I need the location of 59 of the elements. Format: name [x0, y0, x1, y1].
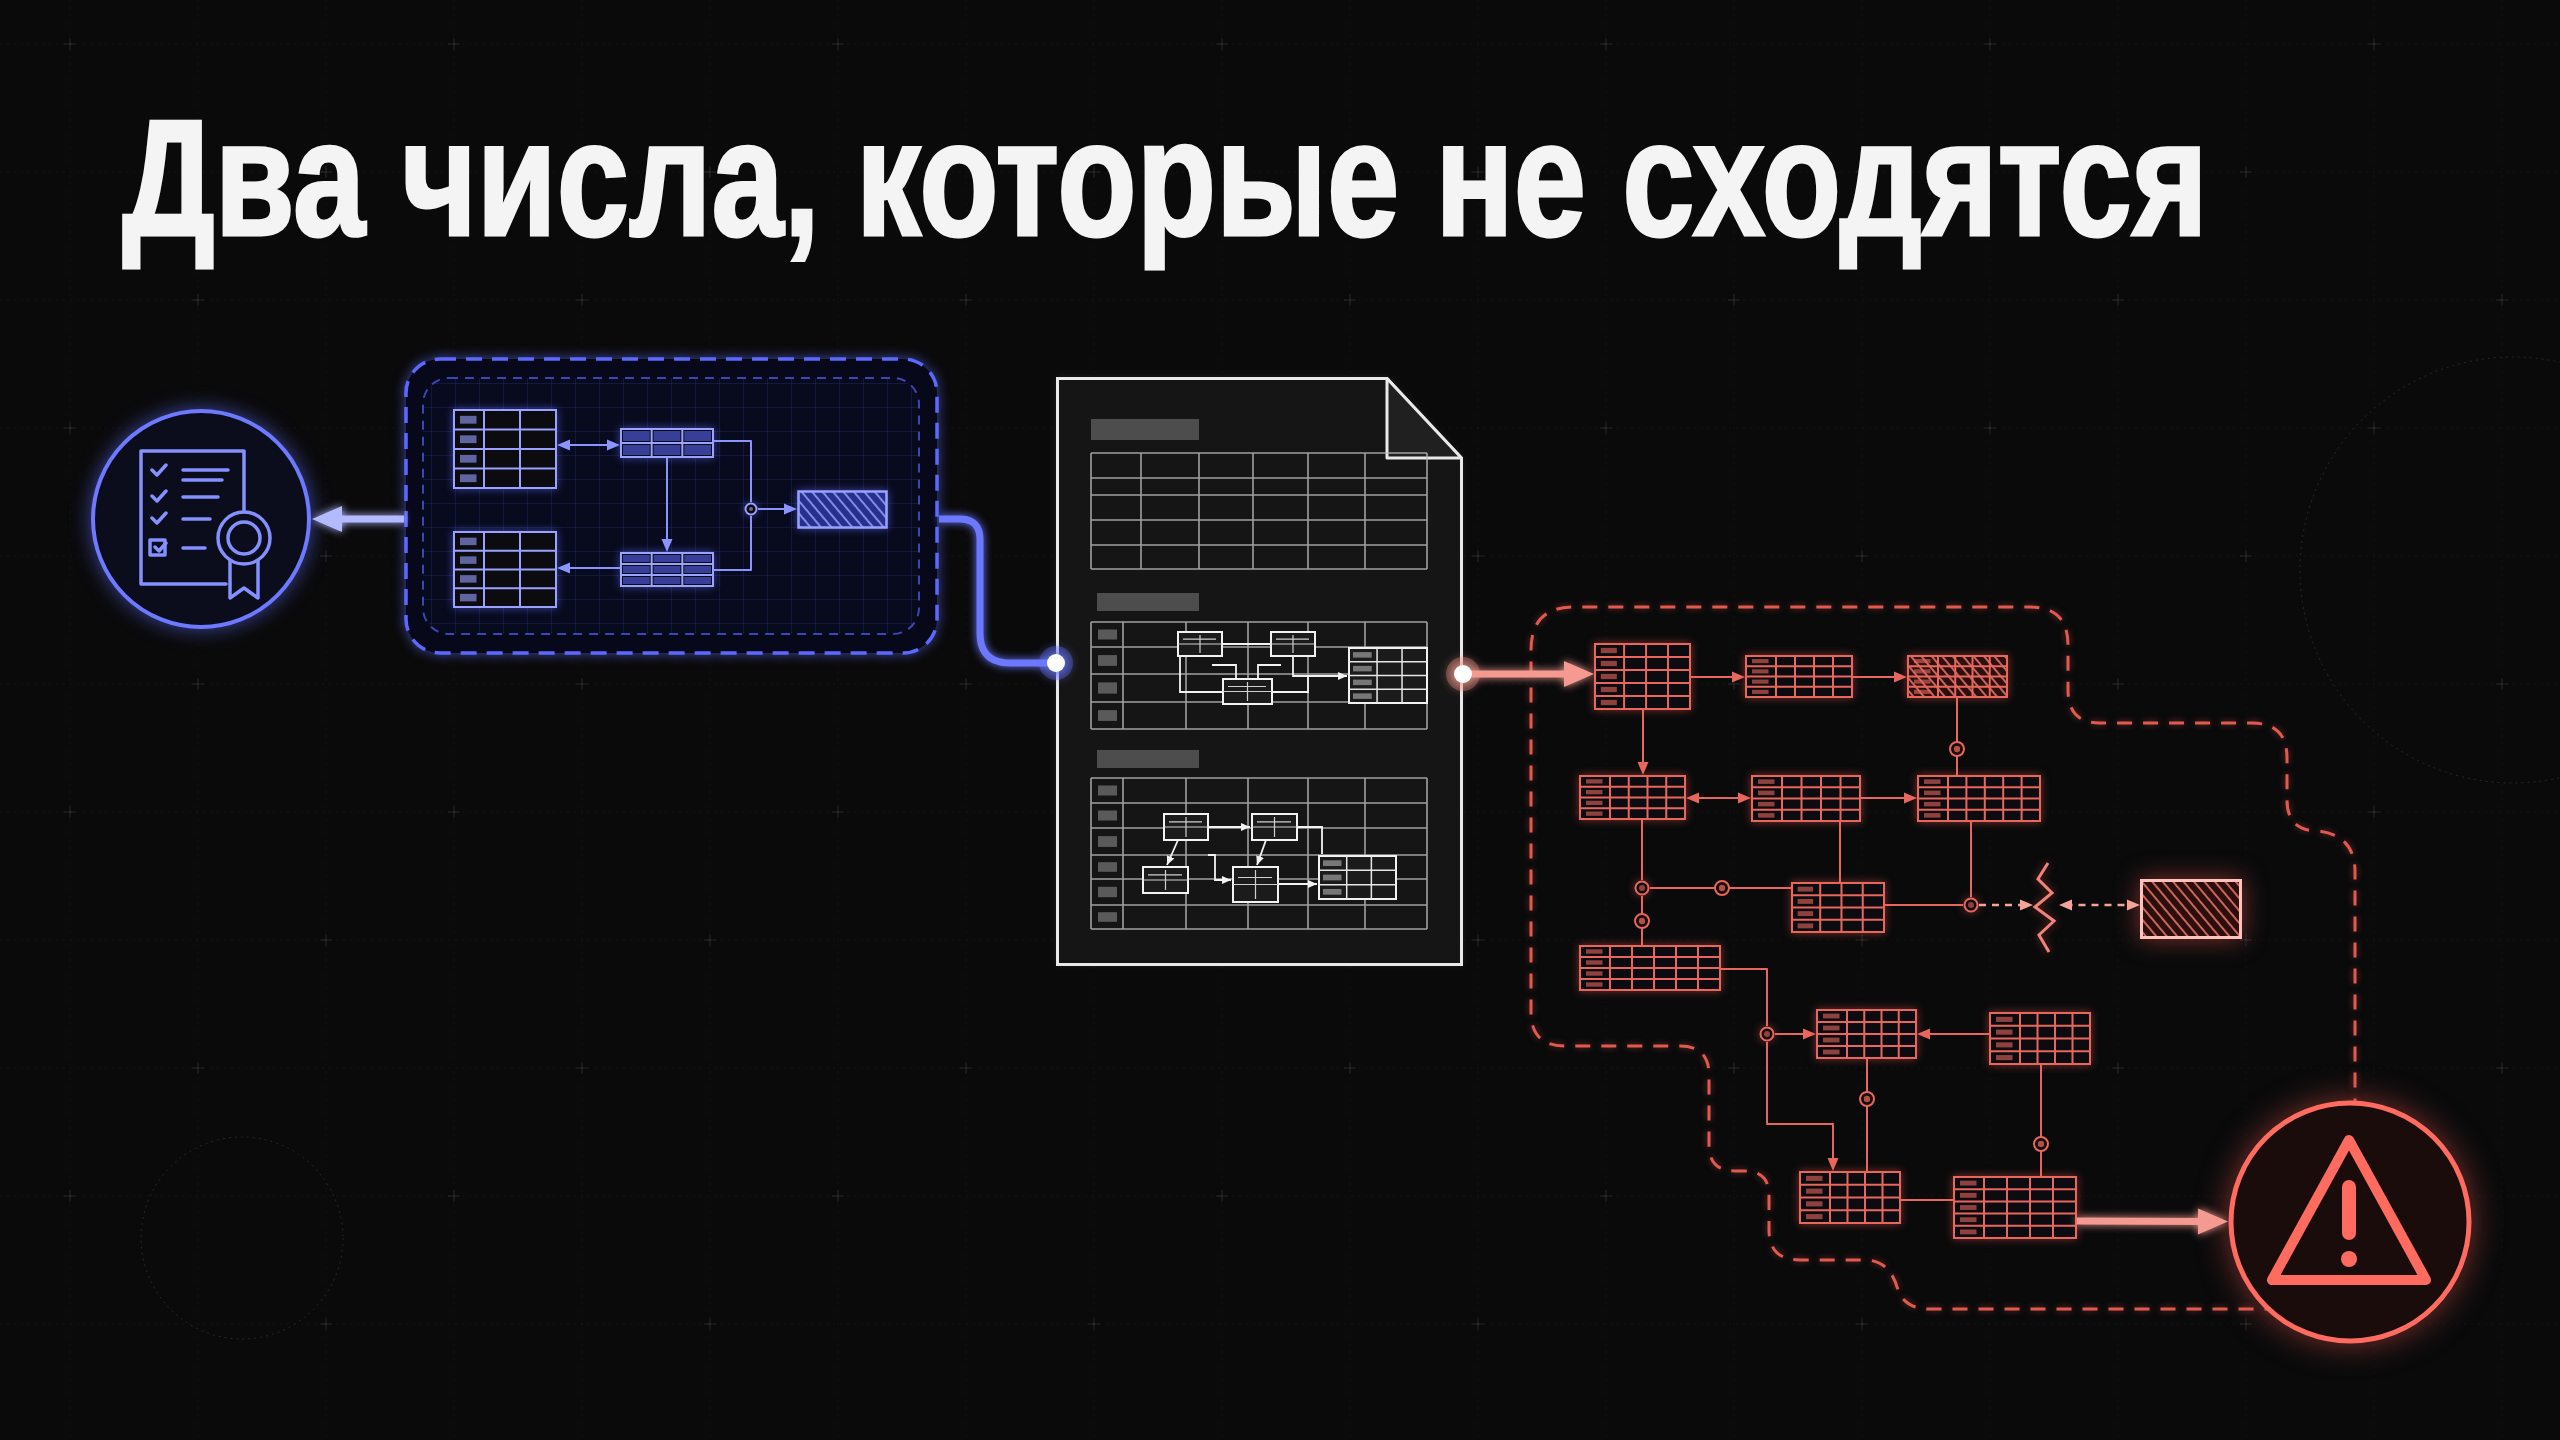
arrow: [1690, 671, 1745, 683]
arrow: [1686, 792, 1751, 804]
arrow: [557, 562, 621, 574]
connector-line: [1720, 968, 1768, 1027]
connector-line: [1641, 819, 1643, 881]
table-icon: [1816, 1009, 1917, 1059]
dashed-arrow: [2059, 899, 2140, 911]
zigzag-break-icon: [2033, 861, 2059, 954]
table-icon: [453, 409, 557, 489]
junction-icon: [744, 502, 758, 516]
table-icon: [1579, 945, 1721, 991]
dashed-arrow: [1979, 899, 2033, 911]
arrow: [661, 457, 673, 552]
arrow: [1852, 671, 1907, 683]
junction-icon: [1634, 880, 1650, 896]
arrow: [1637, 709, 1649, 775]
connector-line: [713, 515, 752, 571]
arrow: [1917, 1028, 1990, 1040]
hatched-block-icon: [797, 490, 888, 529]
connector-line: [1866, 1058, 1868, 1172]
table-icon: [1953, 1176, 2077, 1239]
table-icon: [1989, 1012, 2091, 1065]
arrow: [1860, 792, 1917, 804]
connector-line: [1884, 904, 1964, 906]
table-icon: [1751, 775, 1861, 822]
hatched-block-icon: [2140, 879, 2242, 939]
arrow: [1766, 1041, 1839, 1171]
arrow: [2077, 1208, 2228, 1235]
connector-line: [939, 515, 1073, 680]
junction-icon: [1759, 1026, 1775, 1042]
table-icon: [1579, 775, 1686, 820]
connector-line: [1970, 821, 1972, 898]
title: Два числа, которые не сходятся: [121, 85, 2209, 272]
table-icon: [1745, 655, 1853, 698]
junction-icon: [1963, 897, 1979, 913]
arrow: [312, 506, 404, 532]
warning-icon: [2228, 1100, 2472, 1344]
table-icon: [1594, 643, 1691, 710]
table-icon: [1917, 775, 2041, 822]
table-icon: [1799, 1171, 1901, 1224]
arrow: [757, 503, 797, 515]
connector-line: [1649, 887, 1792, 889]
table-icon: [620, 428, 714, 458]
connector-line: [1641, 895, 1643, 946]
table-icon: [1791, 882, 1885, 933]
table-icon: [620, 552, 714, 587]
arrow: [1446, 657, 1594, 691]
connector-line: [1900, 1199, 1954, 1201]
document-illustration: [1056, 377, 1463, 966]
arrow: [557, 439, 620, 451]
connector-line: [1839, 821, 1841, 883]
table-icon: [453, 531, 557, 608]
connector-line: [2040, 1064, 2042, 1177]
dashed-group-frame: [404, 357, 939, 655]
connector-line: [713, 440, 752, 503]
table-icon: [1907, 655, 2008, 698]
certificate-icon: [90, 408, 312, 630]
arrow: [1774, 1028, 1816, 1040]
connector-line: [1956, 697, 1958, 776]
